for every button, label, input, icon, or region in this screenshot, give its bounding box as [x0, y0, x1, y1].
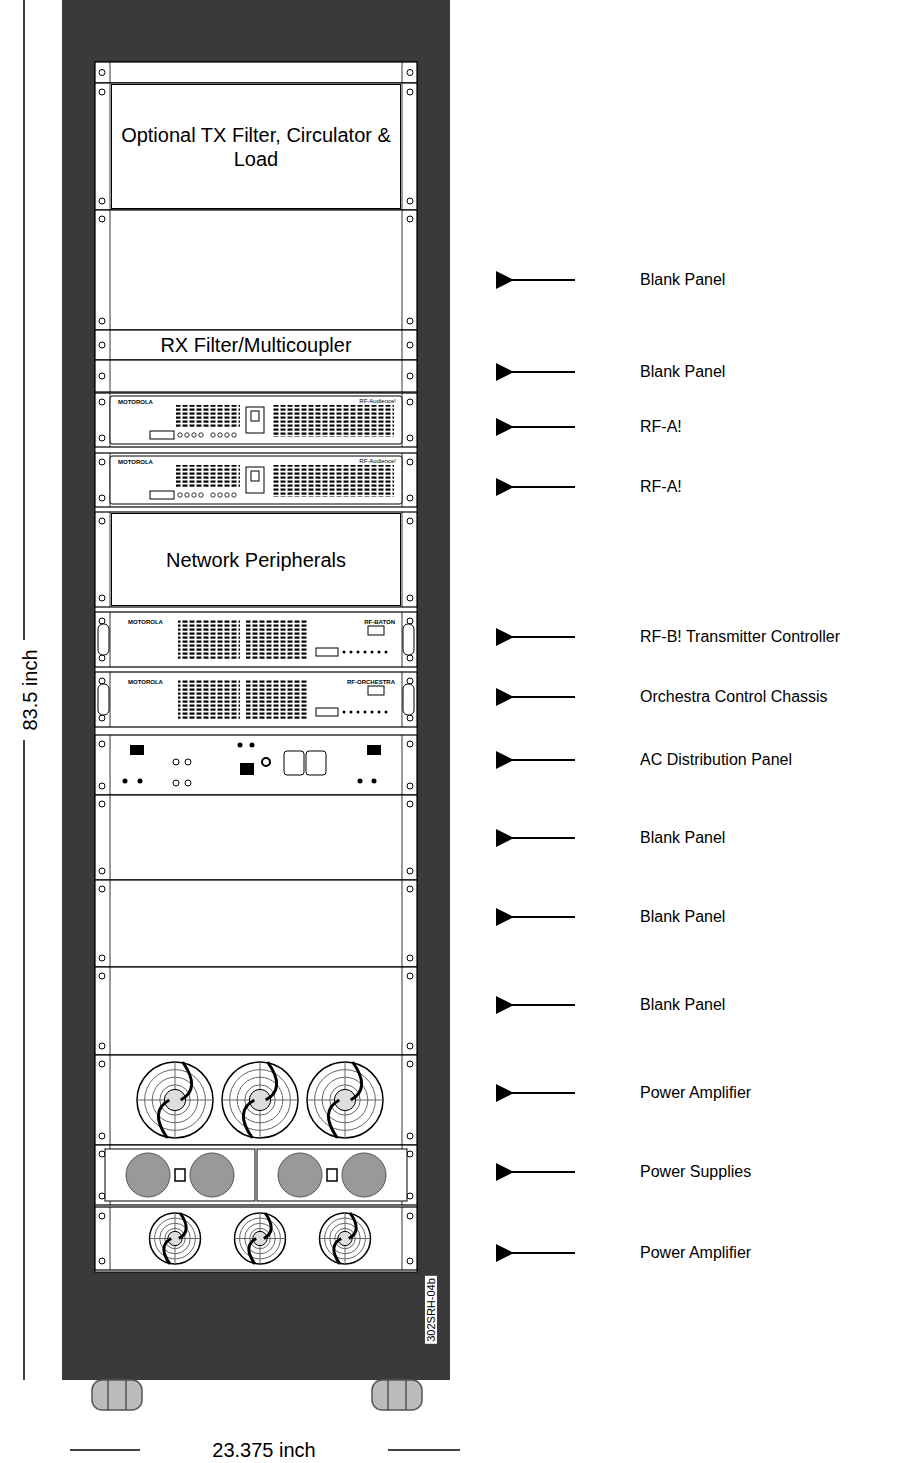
caster-wheels [92, 1380, 422, 1410]
rack-panel-box: RX Filter/Multicoupler [111, 331, 401, 359]
model-name: RF-BATON [364, 619, 395, 626]
leader-arrows [512, 280, 575, 1253]
callout-label: Power Supplies [640, 1163, 751, 1181]
callout-label: RF-B! Transmitter Controller [640, 628, 840, 646]
callout-label: Power Amplifier [640, 1244, 751, 1262]
callout-label: Blank Panel [640, 271, 725, 289]
brand-mark: MOTOROLA [118, 399, 153, 406]
dimension-lines [24, 0, 460, 1450]
rack-units [95, 62, 417, 1270]
callout-label: AC Distribution Panel [640, 751, 792, 769]
callout-label: RF-A! [640, 478, 682, 496]
model-name: RF-Audience! [359, 458, 396, 465]
callout-label: Blank Panel [640, 363, 725, 381]
callout-label: Power Amplifier [640, 1084, 751, 1102]
callout-label: RF-A! [640, 418, 682, 436]
brand-mark: MOTOROLA [118, 459, 153, 466]
figure-id: 302SRH-04b [425, 1276, 437, 1344]
callout-label: Blank Panel [640, 829, 725, 847]
dimension-width: 23.375 inch [212, 1439, 315, 1461]
callout-label: Blank Panel [640, 996, 725, 1014]
cabinet-body [62, 0, 450, 1380]
model-name: RF-Audience! [359, 398, 396, 405]
callout-label: Blank Panel [640, 908, 725, 926]
model-name: RF-ORCHESTRA [347, 679, 395, 686]
dimension-height: 83.5 inch [19, 649, 41, 730]
panel-label: Network Peripherals [166, 548, 346, 572]
rack-panel-box: Network Peripherals [111, 513, 401, 606]
brand-mark: MOTOROLA [128, 619, 163, 626]
callout-label: Orchestra Control Chassis [640, 688, 828, 706]
rack-opening [95, 62, 417, 1272]
brand-mark: MOTOROLA [128, 679, 163, 686]
rack-panel-box: Optional TX Filter, Circulator & Load [111, 84, 401, 209]
panel-label: RX Filter/Multicoupler [160, 333, 351, 357]
panel-label: Optional TX Filter, Circulator & Load [120, 123, 392, 171]
